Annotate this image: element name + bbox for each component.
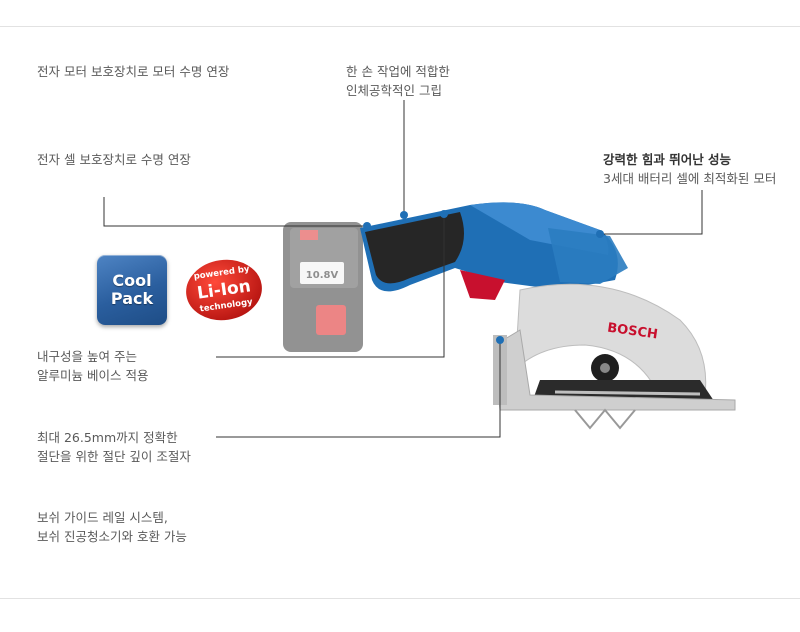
- feature-power: 강력한 힘과 뛰어난 성능 3세대 배터리 셀에 최적화된 모터: [603, 150, 776, 188]
- saw-body: [360, 202, 628, 300]
- top-divider: [0, 26, 800, 27]
- coolpack-line1: Cool: [112, 271, 152, 290]
- feature-depth-line1: 최대 26.5mm까지 정확한: [37, 430, 178, 445]
- feature-guide: 보쉬 가이드 레일 시스템, 보쉬 진공청소기와 호환 가능: [37, 508, 187, 546]
- coolpack-badge: Cool Pack: [97, 255, 167, 325]
- feature-power-title: 강력한 힘과 뛰어난 성능: [603, 152, 732, 167]
- feature-cell-protection: 전자 셀 보호장치로 수명 연장: [37, 150, 191, 169]
- callout-lines: [103, 100, 703, 438]
- feature-power-desc: 3세대 배터리 셀에 최적화된 모터: [603, 171, 777, 186]
- callout-dots: [363, 210, 604, 344]
- base-plate: [493, 329, 736, 430]
- feature-motor-protection: 전자 모터 보호장치로 모터 수명 연장: [37, 62, 229, 81]
- feature-base-line1: 내구성을 높여 주는: [37, 349, 137, 364]
- feature-grip-line2: 인체공학적인 그립: [346, 83, 442, 98]
- feature-base: 내구성을 높여 주는 알루미늄 베이스 적용: [37, 347, 148, 385]
- battery-pack: 10.8V: [283, 222, 363, 352]
- feature-cell-protection-text: 전자 셀 보호장치로 수명 연장: [37, 152, 191, 167]
- bosch-logo: BOSCH: [606, 321, 658, 343]
- feature-grip-line1: 한 손 작업에 적합한: [346, 64, 450, 79]
- coolpack-line2: Pack: [110, 289, 154, 308]
- feature-motor-protection-text: 전자 모터 보호장치로 모터 수명 연장: [37, 64, 230, 79]
- feature-depth: 최대 26.5mm까지 정확한 절단을 위한 절단 깊이 조절자: [37, 428, 191, 466]
- feature-depth-line2: 절단을 위한 절단 깊이 조절자: [37, 449, 191, 464]
- feature-guide-line2: 보쉬 진공청소기와 호환 가능: [37, 529, 187, 544]
- bottom-divider: [0, 598, 800, 599]
- blade-guard: BOSCH: [514, 283, 720, 410]
- feature-guide-line1: 보쉬 가이드 레일 시스템,: [37, 510, 168, 525]
- liion-badge: powered by Li-Ion technology: [184, 257, 264, 323]
- feature-base-line2: 알루미늄 베이스 적용: [37, 368, 149, 383]
- feature-grip: 한 손 작업에 적합한 인체공학적인 그립: [346, 62, 450, 100]
- battery-voltage-label: 10.8V: [306, 270, 339, 281]
